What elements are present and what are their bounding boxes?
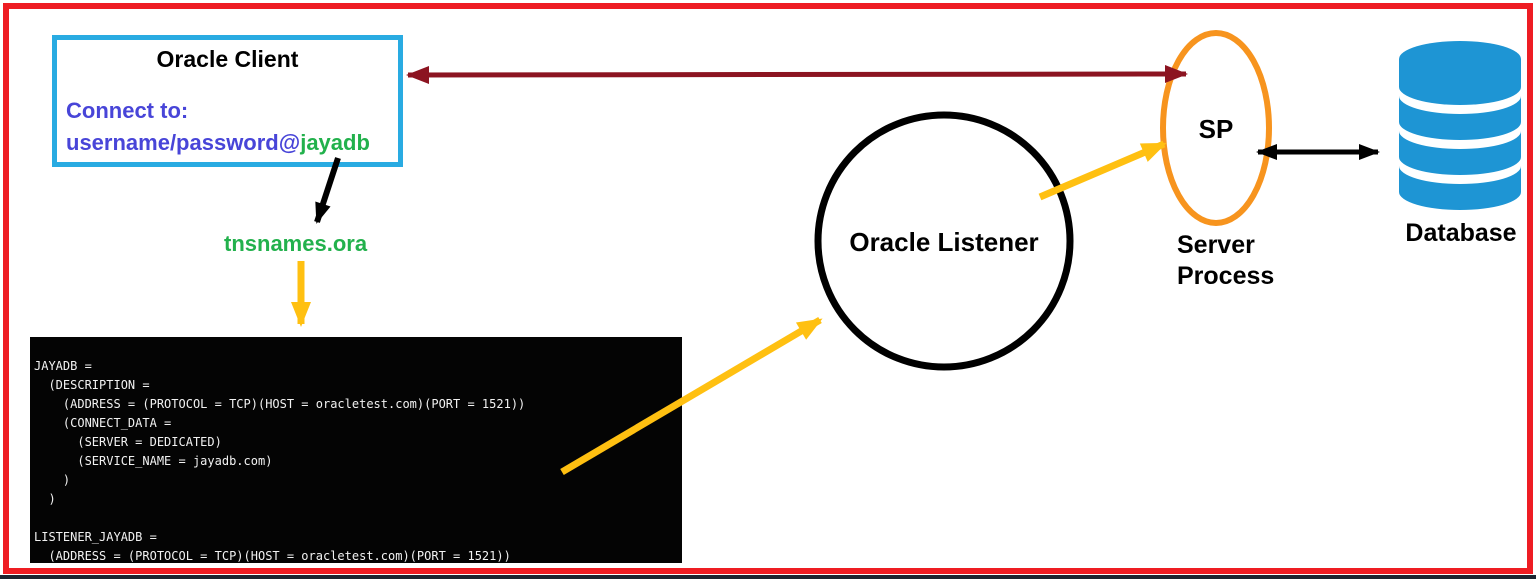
connect-string-dbalias: jayadb [300, 130, 370, 155]
database-icon [1399, 41, 1521, 210]
oracle-listener-label: Oracle Listener [849, 227, 1039, 257]
connect-string: username/password@jayadb [66, 130, 370, 156]
server-process-abbrev: SP [1198, 114, 1234, 144]
connectstring-tnsnames-arrow [314, 157, 341, 224]
server-process-label: Server Process [1177, 231, 1275, 290]
listener-serverprocess-arrow [1038, 140, 1167, 201]
client-serverprocess-arrow [406, 65, 1188, 84]
database-label: Database [1405, 219, 1517, 247]
bottom-edge-strip [0, 575, 1536, 579]
oracle-client-title: Oracle Client [156, 46, 299, 72]
connect-to-label: Connect to: [66, 98, 189, 123]
tnsnames-ora-label: tnsnames.ora [224, 231, 368, 256]
tns-config-code: JAYADB = (DESCRIPTION = (ADDRESS = (PROT… [34, 359, 526, 563]
oracle-client-box: Oracle Client Connect to: username/passw… [52, 35, 403, 167]
connect-string-credentials: username/password@ [66, 130, 301, 155]
tns-config-terminal: JAYADB = (DESCRIPTION = (ADDRESS = (PROT… [30, 337, 682, 563]
